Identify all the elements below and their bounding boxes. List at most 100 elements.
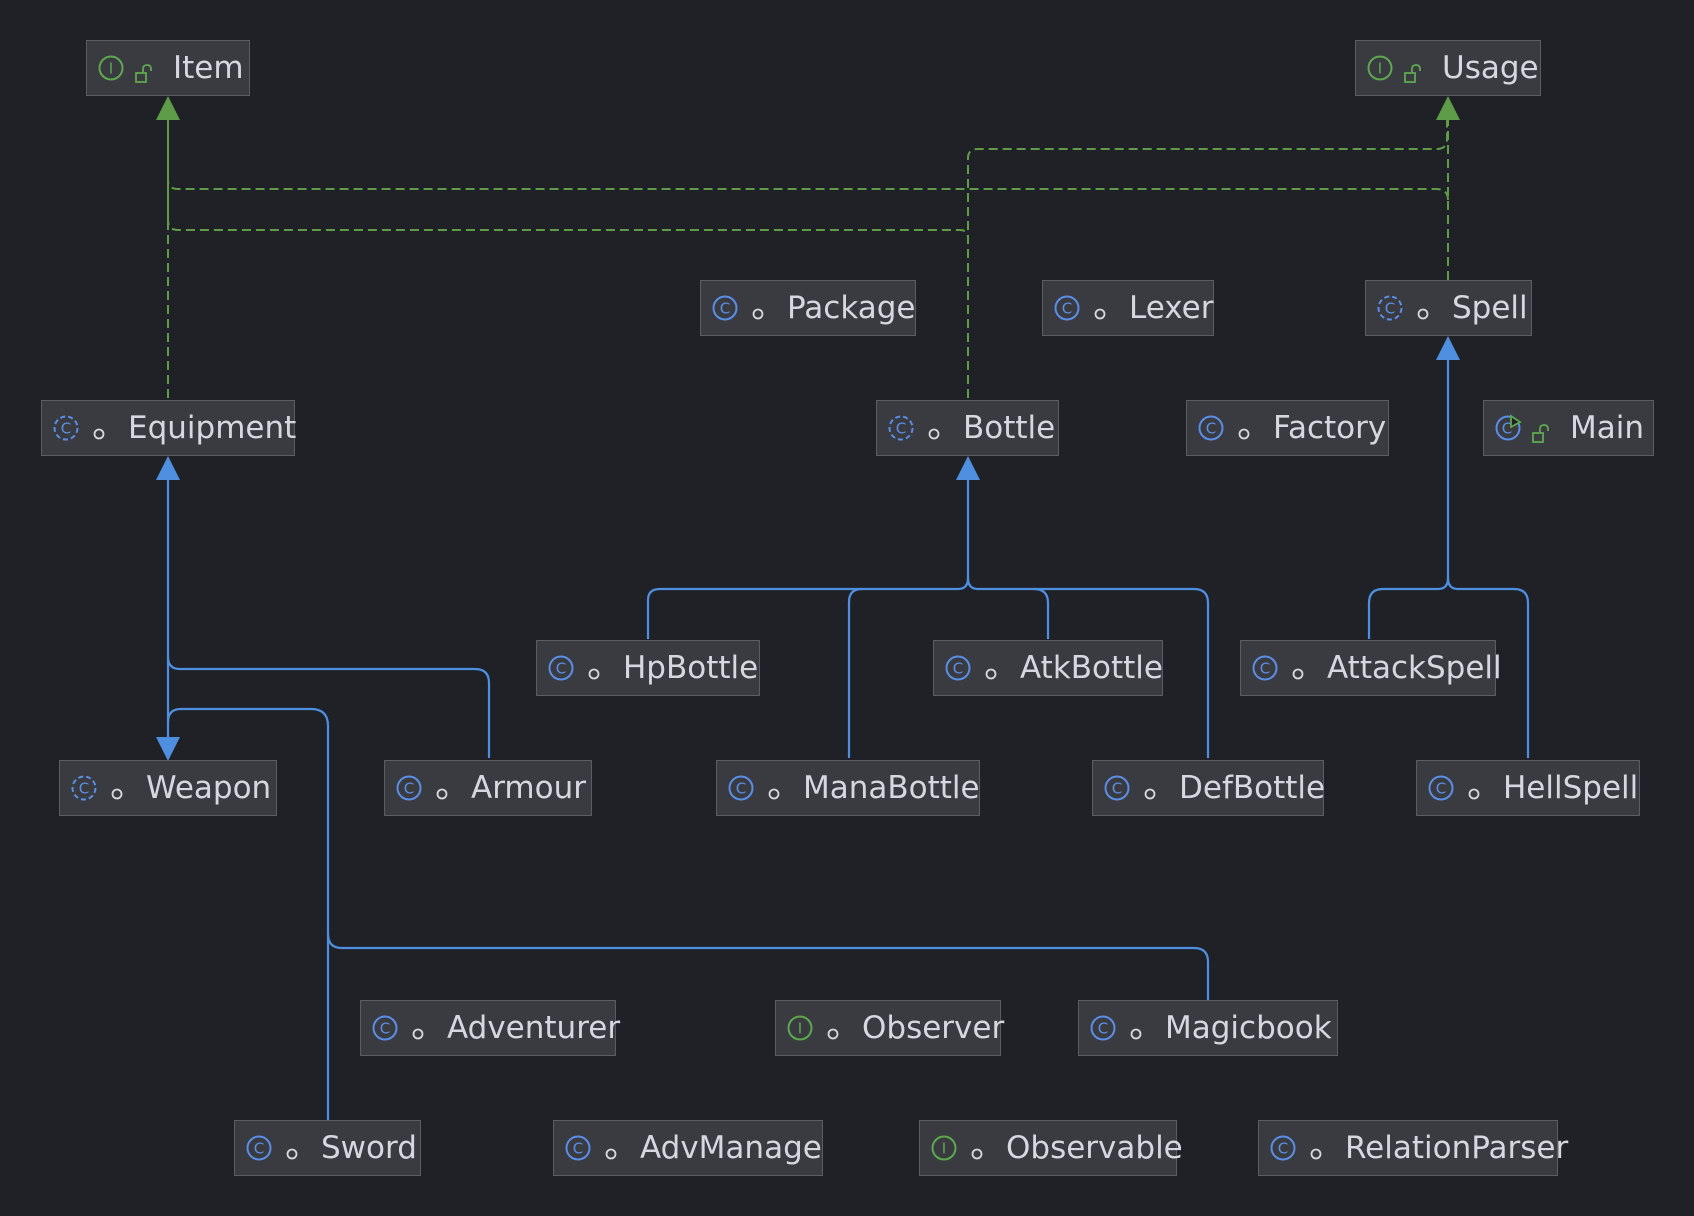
class-icon: C <box>395 774 423 802</box>
interface-icon: I <box>786 1014 814 1042</box>
package-private-icon <box>763 777 785 800</box>
arrowhead-spell <box>1436 336 1460 360</box>
svg-text:I: I <box>1378 60 1382 78</box>
class-icon: C <box>1197 414 1225 442</box>
class-node-attackspell[interactable]: C AttackSpell <box>1240 640 1502 696</box>
package-private-icon <box>600 1137 622 1160</box>
class-node-main[interactable]: C Main <box>1483 400 1654 456</box>
class-name: AdvManage <box>640 1129 822 1166</box>
abstract-class-icon: C <box>70 774 98 802</box>
package-private-icon <box>407 1017 429 1040</box>
package-private-icon <box>583 657 605 680</box>
class-node-hpbottle[interactable]: C HpBottle <box>536 640 760 696</box>
interface-icon: I <box>1366 54 1394 82</box>
class-icon: C <box>1269 1134 1297 1162</box>
svg-text:I: I <box>109 60 113 78</box>
package-private-icon <box>431 777 453 800</box>
class-icon: C <box>944 654 972 682</box>
class-icon: C <box>245 1134 273 1162</box>
class-node-factory[interactable]: C Factory <box>1186 400 1389 456</box>
svg-text:C: C <box>556 660 566 678</box>
interface-icon: I <box>97 54 125 82</box>
class-node-atkbottle[interactable]: C AtkBottle <box>933 640 1163 696</box>
svg-text:C: C <box>1385 300 1395 318</box>
class-name: Lexer <box>1129 289 1214 326</box>
abstract-class-icon: C <box>1376 294 1404 322</box>
arrowhead-bottle <box>956 456 980 480</box>
svg-text:C: C <box>1206 420 1216 438</box>
class-node-observer[interactable]: I Observer <box>775 1000 1005 1056</box>
class-node-observable[interactable]: I Observable <box>919 1120 1183 1176</box>
svg-text:I: I <box>798 1020 802 1038</box>
class-name: Armour <box>471 769 586 806</box>
abstract-class-icon: C <box>52 414 80 442</box>
svg-text:C: C <box>254 1140 264 1158</box>
class-name: Usage <box>1442 49 1539 86</box>
package-private-icon <box>1139 777 1161 800</box>
package-private-icon <box>822 1017 844 1040</box>
class-name: Observer <box>862 1009 1005 1046</box>
edge-sword-extends-weapon <box>166 707 330 1120</box>
class-node-weapon[interactable]: C Weapon <box>59 760 277 816</box>
svg-text:C: C <box>573 1140 583 1158</box>
main-class-icon: C <box>1494 414 1522 442</box>
package-private-icon <box>923 417 945 440</box>
edge-bottle-implements-usage <box>967 116 1448 398</box>
edge-manabottle-extends-bottle <box>847 587 863 758</box>
class-name: Factory <box>1273 409 1387 446</box>
package-private-icon <box>1463 777 1485 800</box>
class-name: Main <box>1570 409 1645 446</box>
public-lock-icon <box>133 57 155 83</box>
class-name: HpBottle <box>623 649 759 686</box>
arrowhead-weapon <box>156 737 180 761</box>
package-private-icon <box>1305 1137 1327 1160</box>
package-private-icon <box>1089 297 1111 320</box>
class-name: DefBottle <box>1179 769 1326 806</box>
package-private-icon <box>966 1137 988 1160</box>
class-icon: C <box>727 774 755 802</box>
class-icon: C <box>711 294 739 322</box>
public-lock-icon <box>1530 417 1552 443</box>
package-private-icon <box>88 417 110 440</box>
class-icon: C <box>371 1014 399 1042</box>
class-name: Weapon <box>146 769 272 806</box>
class-name: AttackSpell <box>1327 649 1502 686</box>
edge-spell-implements-item <box>167 179 1449 201</box>
class-name: AtkBottle <box>1020 649 1163 686</box>
svg-text:C: C <box>1260 660 1270 678</box>
svg-text:C: C <box>1278 1140 1288 1158</box>
class-icon: C <box>1251 654 1279 682</box>
svg-text:C: C <box>1436 780 1446 798</box>
class-icon: C <box>1427 774 1455 802</box>
class-node-lexer[interactable]: C Lexer <box>1042 280 1214 336</box>
class-node-relationparser[interactable]: C RelationParser <box>1258 1120 1568 1176</box>
class-node-armour[interactable]: C Armour <box>384 760 592 816</box>
svg-text:C: C <box>720 300 730 318</box>
abstract-class-icon: C <box>887 414 915 442</box>
class-name: RelationParser <box>1345 1129 1569 1166</box>
class-node-usage[interactable]: I Usage <box>1355 40 1541 96</box>
svg-text:C: C <box>1062 300 1072 318</box>
arrowhead-usage <box>1436 96 1460 120</box>
arrowhead-equipment <box>156 456 180 480</box>
svg-text:I: I <box>942 1140 946 1158</box>
class-icon: C <box>1089 1014 1117 1042</box>
edge-atkbottle-extends-bottle <box>966 577 1050 639</box>
package-private-icon <box>1125 1017 1147 1040</box>
package-private-icon <box>281 1137 303 1160</box>
svg-text:C: C <box>953 660 963 678</box>
class-name: Observable <box>1006 1129 1183 1166</box>
class-node-advmanage[interactable]: C AdvManage <box>553 1120 823 1176</box>
arrowhead-item <box>156 96 180 120</box>
